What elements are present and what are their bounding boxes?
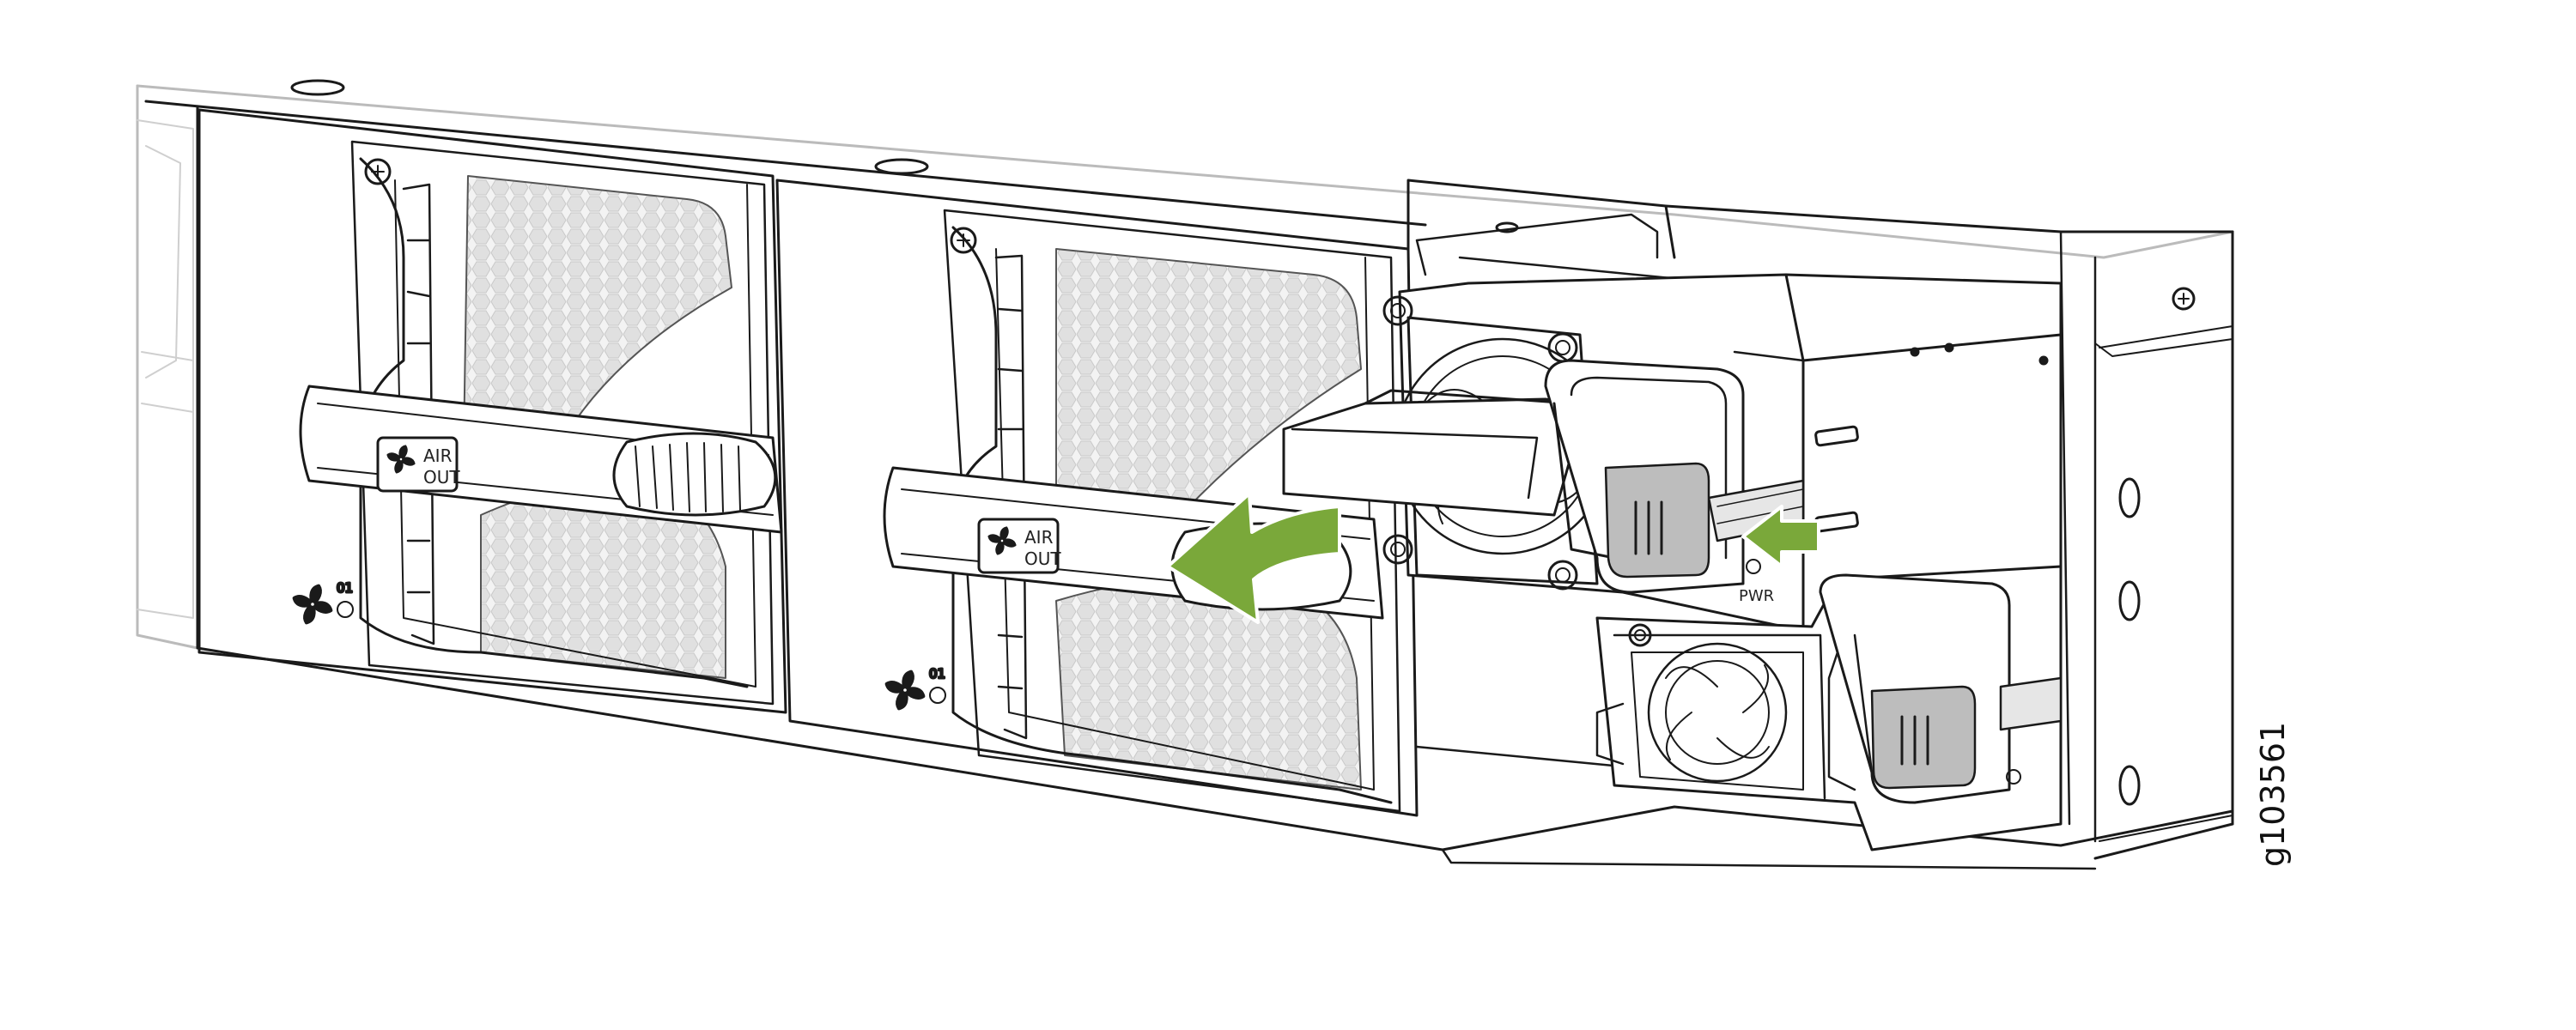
slot-label: 01 (929, 666, 945, 682)
fan-icon (292, 584, 333, 625)
airflow-label-line2: OUT (1024, 548, 1061, 569)
slot-label: 01 (337, 580, 353, 596)
pull-arrow-icon (1166, 492, 1341, 624)
airflow-label-line2: OUT (423, 467, 460, 488)
psu-lower[interactable] (1595, 565, 2063, 851)
airflow-label-line1: AIR (423, 445, 453, 466)
fan-module-left[interactable] (197, 108, 787, 714)
chassis (136, 79, 2234, 870)
airflow-label-line1: AIR (1024, 527, 1054, 548)
psu-upper[interactable] (1282, 273, 2063, 633)
press-latch-arrow-icon (1741, 505, 1820, 568)
status-led (337, 601, 354, 618)
status-led (929, 687, 946, 704)
psu-led-label: PWR (1739, 587, 1774, 605)
figure-id: g103561 (2254, 722, 2292, 867)
fan-icon (884, 670, 926, 711)
fan-module-right[interactable] (775, 179, 1419, 817)
